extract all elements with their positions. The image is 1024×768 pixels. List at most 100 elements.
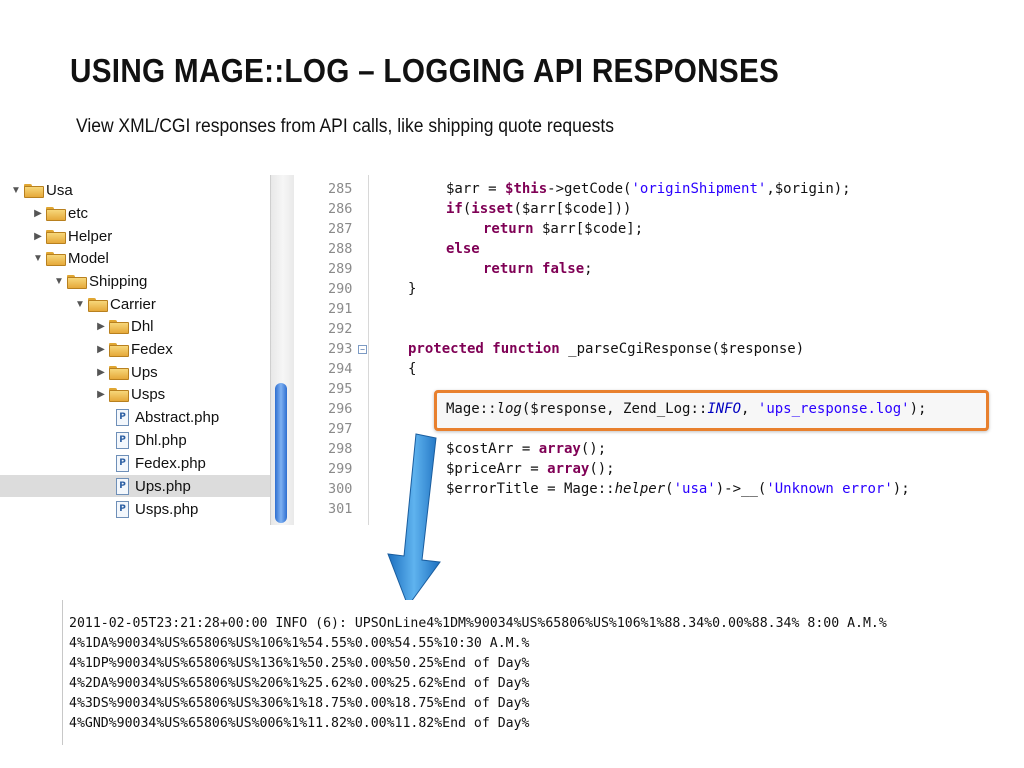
collapse-arrow-icon[interactable]: ▶ (97, 388, 105, 400)
tree-item-helper[interactable]: ▶ Helper (0, 225, 294, 247)
tree-item-label: Shipping (89, 272, 148, 290)
line-number: 290 (328, 281, 353, 297)
folder-icon (109, 343, 129, 357)
folder-icon (46, 207, 66, 221)
folder-icon (67, 275, 87, 289)
expand-arrow-icon[interactable]: ▼ (75, 298, 85, 310)
fold-collapse-icon[interactable]: − (358, 345, 367, 354)
collapse-arrow-icon[interactable]: ▶ (34, 230, 42, 242)
tree-item-model[interactable]: ▼ Model (0, 247, 294, 269)
log-line: 4%2DA%90034%US%65806%US%206%1%25.62%0.00… (69, 676, 530, 691)
code-line: } (408, 281, 417, 297)
tree-item-ups-php[interactable]: P Ups.php (0, 475, 294, 497)
log-line: 4%3DS%90034%US%65806%US%306%1%18.75%0.00… (69, 696, 530, 711)
line-number: 299 (328, 461, 353, 477)
log-line: 4%GND%90034%US%65806%US%006%1%11.82%0.00… (69, 716, 530, 731)
tree-item-label: Carrier (110, 295, 156, 313)
tree-item-ups[interactable]: ▶ Ups (0, 361, 294, 383)
folder-icon (46, 252, 66, 266)
log-line: 4%1DA%90034%US%65806%US%106%1%54.55%0.00… (69, 636, 530, 651)
line-number: 297 (328, 421, 353, 437)
collapse-arrow-icon[interactable]: ▶ (97, 343, 105, 355)
expand-arrow-icon[interactable]: ▼ (33, 252, 43, 264)
expand-arrow-icon[interactable]: ▼ (11, 184, 21, 196)
line-number: 296 (328, 401, 353, 417)
slide-title: USING MAGE::LOG – LOGGING API RESPONSES (70, 52, 780, 89)
folder-icon (109, 388, 129, 402)
tree-item-label: Model (68, 249, 109, 267)
log-line: 2011-02-05T23:21:28+00:00 INFO (6): UPSO… (69, 616, 887, 631)
log-line: 4%1DP%90034%US%65806%US%136%1%50.25%0.00… (69, 656, 530, 671)
tree-item-shipping[interactable]: ▼ Shipping (0, 270, 294, 292)
code-line-highlighted: Mage::log($response, Zend_Log::INFO, 'up… (446, 401, 927, 417)
tree-item-dhl-php[interactable]: P Dhl.php (0, 429, 294, 451)
tree-item-usps-php[interactable]: P Usps.php (0, 498, 294, 520)
tree-scrollbar-thumb[interactable] (275, 383, 287, 523)
tree-item-fedex-php[interactable]: P Fedex.php (0, 452, 294, 474)
tree-item-label: Fedex (131, 340, 173, 358)
line-number: 298 (328, 441, 353, 457)
expand-arrow-icon[interactable]: ▼ (54, 275, 64, 287)
tree-item-label: Dhl.php (135, 431, 187, 449)
tree-item-usps[interactable]: ▶ Usps (0, 383, 294, 405)
tree-item-fedex[interactable]: ▶ Fedex (0, 338, 294, 360)
folder-icon (46, 230, 66, 244)
line-number: 288 (328, 241, 353, 257)
folder-icon (109, 320, 129, 334)
line-number: 289 (328, 261, 353, 277)
line-number: 300 (328, 481, 353, 497)
php-file-icon: P (116, 477, 129, 495)
down-arrow-icon (387, 433, 441, 608)
slide-subtitle: View XML/CGI responses from API calls, l… (76, 116, 614, 137)
tree-item-label: Usps.php (135, 500, 199, 518)
php-file-icon: P (116, 500, 129, 518)
line-number: 285 (328, 181, 353, 197)
line-number: 286 (328, 201, 353, 217)
highlighted-log-call (434, 390, 989, 431)
code-line: { (408, 361, 417, 377)
tree-item-label: Ups.php (135, 477, 191, 495)
collapse-arrow-icon[interactable]: ▶ (97, 366, 105, 378)
project-tree: ▼ Usa ▶ etc ▶ Helper ▼ Model ▼ Shipping … (0, 175, 294, 525)
line-number: 292 (328, 321, 353, 337)
folder-icon (88, 298, 108, 312)
log-output: 2011-02-05T23:21:28+00:00 INFO (6): UPSO… (62, 600, 1003, 745)
tree-item-abstract-php[interactable]: P Abstract.php (0, 406, 294, 428)
collapse-arrow-icon[interactable]: ▶ (97, 320, 105, 332)
php-file-icon: P (116, 454, 129, 472)
code-line: $costArr = array(); (446, 441, 607, 457)
code-line: return $arr[$code]; (483, 221, 644, 237)
tree-item-label: Dhl (131, 317, 154, 335)
code-line: $priceArr = array(); (446, 461, 615, 477)
php-file-icon: P (116, 408, 129, 426)
code-line: protected function _parseCgiResponse($re… (408, 341, 805, 357)
tree-item-usa[interactable]: ▼ Usa (0, 179, 280, 201)
tree-item-label: Fedex.php (135, 454, 206, 472)
line-number: 293 (328, 341, 353, 357)
tree-item-etc[interactable]: ▶ etc (0, 202, 294, 224)
folder-icon (109, 366, 129, 380)
tree-item-carrier[interactable]: ▼ Carrier (0, 293, 294, 315)
code-line: return false; (483, 261, 593, 277)
line-number: 291 (328, 301, 353, 317)
line-number: 301 (328, 501, 353, 517)
code-editor[interactable] (370, 175, 1010, 525)
code-line: $arr = $this->getCode('originShipment',$… (446, 181, 851, 197)
collapse-arrow-icon[interactable]: ▶ (34, 207, 42, 219)
line-number: 287 (328, 221, 353, 237)
tree-item-label: Helper (68, 227, 113, 245)
line-number: 295 (328, 381, 353, 397)
php-file-icon: P (116, 431, 129, 449)
line-number: 294 (328, 361, 353, 377)
code-line: if(isset($arr[$code])) (446, 201, 632, 217)
folder-icon (24, 184, 44, 198)
code-line: else (446, 241, 480, 257)
tree-item-label: Usa (46, 181, 73, 199)
tree-item-label: Abstract.php (135, 408, 220, 426)
tree-item-dhl[interactable]: ▶ Dhl (0, 315, 294, 337)
tree-item-label: Usps (131, 385, 166, 403)
line-number-gutter: 285 286 287 288 289 290 291 292 293 − 29… (318, 175, 369, 525)
tree-item-label: Ups (131, 363, 158, 381)
tree-item-label: etc (68, 204, 89, 222)
code-line: $errorTitle = Mage::helper('usa')->__('U… (446, 481, 910, 497)
